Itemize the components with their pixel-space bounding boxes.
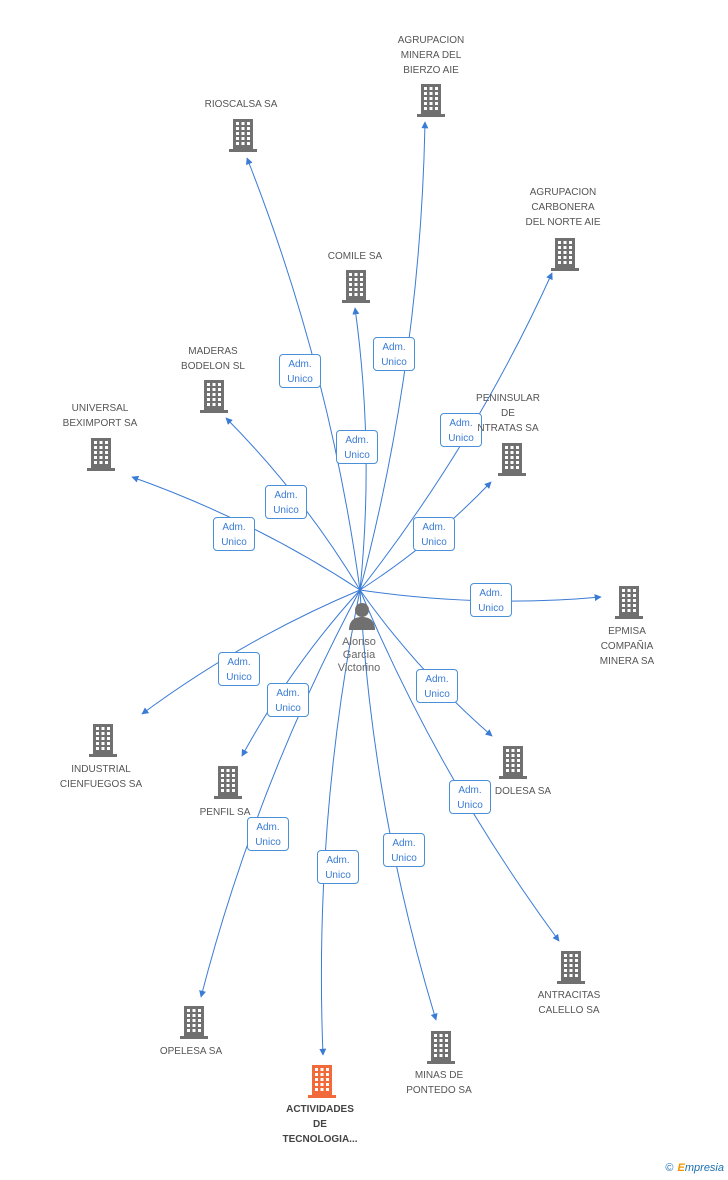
company-label-penfil-sa[interactable]: PENFIL SA xyxy=(199,807,251,818)
building-icon[interactable] xyxy=(307,1064,337,1103)
building-icon[interactable] xyxy=(416,83,446,122)
center-person-name: Alonso Garcia Victorino xyxy=(337,636,381,674)
company-label-universal-beximport-sa[interactable]: UNIVERSAL BEXIMPORT SA xyxy=(62,403,138,429)
role-badge-line1: Adm. xyxy=(479,588,503,599)
edge-industrial-cienfuegos-sa xyxy=(141,589,361,715)
role-badge[interactable]: Adm. Unico xyxy=(416,669,458,703)
building-icon[interactable] xyxy=(426,1030,456,1069)
role-badge[interactable]: Adm. Unico xyxy=(336,430,378,464)
building-icon[interactable] xyxy=(179,1005,209,1044)
building-icon[interactable] xyxy=(556,950,586,989)
watermark: ©Empresia xyxy=(665,1162,724,1174)
company-label-comile-sa[interactable]: COMILE SA xyxy=(327,251,383,262)
role-badge[interactable]: Adm. Unico xyxy=(218,652,260,686)
role-badge-line2: Unico xyxy=(221,537,247,548)
building-icon[interactable] xyxy=(341,269,371,308)
company-label-agrupacion-minera-del-bierzo-aie[interactable]: AGRUPACION MINERA DEL BIERZO AIE xyxy=(397,35,465,76)
role-badge-line2: Unico xyxy=(391,853,417,864)
edge-actividades-de-tecnologia xyxy=(319,589,361,1056)
role-badge-line1: Adm. xyxy=(345,435,369,446)
building-icon[interactable] xyxy=(228,118,258,157)
role-badge-line2: Unico xyxy=(421,537,447,548)
role-badge-line2: Unico xyxy=(478,603,504,614)
role-badge-line1: Adm. xyxy=(288,359,312,370)
building-icon[interactable] xyxy=(86,437,116,476)
brand-initial: E xyxy=(677,1162,685,1174)
brand-rest: mpresia xyxy=(684,1162,724,1174)
role-badge-line1: Adm. xyxy=(326,855,350,866)
role-badge-line2: Unico xyxy=(255,837,281,848)
role-badge[interactable]: Adm. Unico xyxy=(449,780,491,814)
role-badge-line2: Unico xyxy=(325,870,351,881)
edge-penfil-sa xyxy=(241,589,361,757)
company-label-dolesa-sa[interactable]: DOLESA SA xyxy=(494,786,552,797)
role-badge-line2: Unico xyxy=(273,505,299,516)
role-badge-line1: Adm. xyxy=(222,522,246,533)
center-person[interactable] xyxy=(346,600,378,632)
building-icon[interactable] xyxy=(88,723,118,762)
role-badge-line1: Adm. xyxy=(382,342,406,353)
copyright-symbol: © xyxy=(665,1162,674,1174)
edge-minas-de-pontedo-sa xyxy=(359,589,438,1021)
edge-opelesa-sa xyxy=(199,589,361,998)
role-badge-line2: Unico xyxy=(287,374,313,385)
role-badge[interactable]: Adm. Unico xyxy=(317,850,359,884)
edge-dolesa-sa xyxy=(359,589,493,737)
role-badge-line2: Unico xyxy=(226,672,252,683)
role-badge[interactable]: Adm. Unico xyxy=(470,583,512,617)
role-badge-line1: Adm. xyxy=(392,838,416,849)
role-badge[interactable]: Adm. Unico xyxy=(279,354,321,388)
role-badge-line1: Adm. xyxy=(422,522,446,533)
role-badge-line2: Unico xyxy=(448,433,474,444)
role-badge[interactable]: Adm. Unico xyxy=(247,817,289,851)
company-label-opelesa-sa[interactable]: OPELESA SA xyxy=(159,1046,223,1057)
company-label-peninsular-de-ntratas-sa[interactable]: PENINSULAR DE NTRATAS SA xyxy=(476,393,540,434)
role-badge[interactable]: Adm. Unico xyxy=(265,485,307,519)
company-label-industrial-cienfuegos-sa[interactable]: INDUSTRIAL CIENFUEGOS SA xyxy=(59,764,143,790)
company-label-epmisa-compa-ia-minera-sa[interactable]: EPMISA COMPAÑIA MINERA SA xyxy=(599,626,655,667)
building-icon[interactable] xyxy=(213,765,243,804)
role-badge-line1: Adm. xyxy=(276,688,300,699)
role-badge-line2: Unico xyxy=(457,800,483,811)
edge-antracitas-calello-sa xyxy=(359,589,560,942)
role-badge[interactable]: Adm. Unico xyxy=(440,413,482,447)
role-badge[interactable]: Adm. Unico xyxy=(267,683,309,717)
building-icon[interactable] xyxy=(199,379,229,418)
company-label-agrupacion-carbonera-del-norte-aie[interactable]: AGRUPACION CARBONERA DEL NORTE AIE xyxy=(525,187,601,228)
role-badge-line2: Unico xyxy=(381,357,407,368)
person-icon xyxy=(349,603,375,630)
company-label-minas-de-pontedo-sa[interactable]: MINAS DE PONTEDO SA xyxy=(406,1070,472,1096)
role-badge-line2: Unico xyxy=(344,450,370,461)
role-badge-line1: Adm. xyxy=(449,418,473,429)
building-icon[interactable] xyxy=(498,745,528,784)
role-badge[interactable]: Adm. Unico xyxy=(213,517,255,551)
role-badge[interactable]: Adm. Unico xyxy=(373,337,415,371)
building-icon[interactable] xyxy=(550,237,580,276)
company-label-actividades-de-tecnologia[interactable]: ACTIVIDADES DE TECNOLOGIA... xyxy=(282,1104,358,1145)
role-badge-line2: Unico xyxy=(275,703,301,714)
company-label-maderas-bodelon-sl[interactable]: MADERAS BODELON SL xyxy=(181,346,245,372)
role-badge-line1: Adm. xyxy=(227,657,251,668)
role-badge[interactable]: Adm. Unico xyxy=(413,517,455,551)
role-badge[interactable]: Adm. Unico xyxy=(383,833,425,867)
building-icon[interactable] xyxy=(497,442,527,481)
role-badge-line1: Adm. xyxy=(425,674,449,685)
company-label-rioscalsa-sa[interactable]: RIOSCALSA SA xyxy=(204,99,278,110)
role-badge-line1: Adm. xyxy=(274,490,298,501)
role-badge-line1: Adm. xyxy=(458,785,482,796)
role-badge-line2: Unico xyxy=(424,689,450,700)
building-icon[interactable] xyxy=(614,585,644,624)
company-label-antracitas-calello-sa[interactable]: ANTRACITAS CALELLO SA xyxy=(537,990,601,1016)
role-badge-line1: Adm. xyxy=(256,822,280,833)
